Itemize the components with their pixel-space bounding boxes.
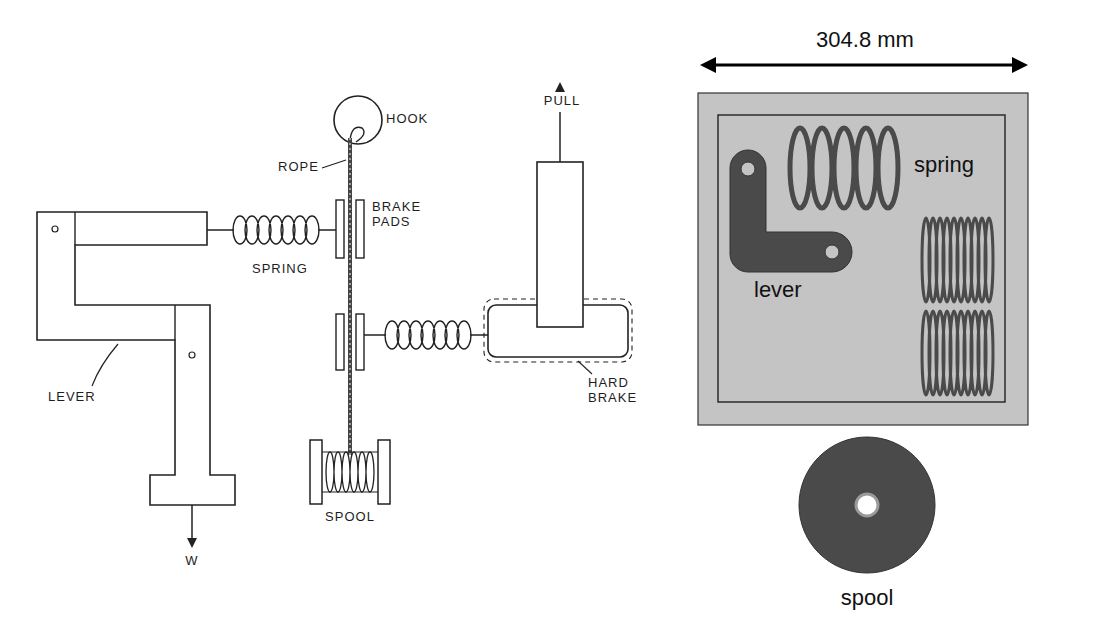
rope-texture [349, 138, 350, 455]
callout-label: ROPE [278, 160, 319, 175]
lever-seam [74, 212, 75, 245]
part-label: spring [914, 152, 974, 177]
arrow-head [700, 57, 716, 73]
spool-flange [378, 440, 390, 504]
brake-pad [356, 200, 364, 258]
weight-arrow [191, 505, 193, 540]
pivot-hole [189, 352, 195, 358]
lever-body [37, 212, 235, 505]
spool-part [799, 437, 935, 573]
pull-arrow [559, 112, 561, 162]
arrow-head [187, 538, 197, 548]
part-label: lever [754, 277, 802, 302]
spring-part [790, 128, 898, 208]
arrow-head [555, 82, 565, 92]
leader-line [92, 344, 118, 386]
arrow-head [1012, 57, 1028, 73]
callout-label: SPRING [252, 262, 308, 277]
coil-spring [385, 321, 471, 349]
coil-spring [233, 216, 319, 244]
callout-label: PULL [542, 94, 583, 109]
part-label: spool [841, 585, 894, 610]
leader-line [322, 160, 346, 168]
hook [334, 96, 382, 144]
callout-label: W [185, 554, 198, 569]
part-label: 304.8 mm [816, 27, 914, 52]
spring-end [364, 334, 386, 336]
wound-rope [326, 452, 374, 492]
pull-handle [537, 162, 583, 327]
spring-end [318, 229, 336, 231]
callout-label: HARD BRAKE [588, 376, 648, 406]
spring-part [922, 311, 993, 395]
leader-line [578, 361, 592, 374]
callout-label: SPOOL [325, 510, 375, 525]
lever-hole [741, 162, 755, 176]
brake-pad [336, 314, 344, 370]
parts-board [698, 93, 1028, 425]
spring-part [922, 218, 993, 302]
spring-end [470, 334, 488, 336]
brake-pad [356, 314, 364, 370]
rope [348, 138, 352, 455]
spring-end [207, 229, 234, 231]
callout-label: BRAKE PADS [372, 200, 434, 230]
callout-label: LEVER [48, 390, 96, 405]
pivot-hole [52, 226, 58, 232]
brake-pad [336, 200, 344, 258]
rope-loop [350, 127, 364, 142]
spool-flange [310, 440, 322, 504]
board-inset [718, 115, 1005, 402]
dimension-line [712, 64, 1016, 67]
lever-seam [174, 305, 175, 340]
spool-hole [856, 494, 878, 516]
callout-label: HOOK [386, 112, 428, 127]
lever-hole [825, 245, 839, 259]
